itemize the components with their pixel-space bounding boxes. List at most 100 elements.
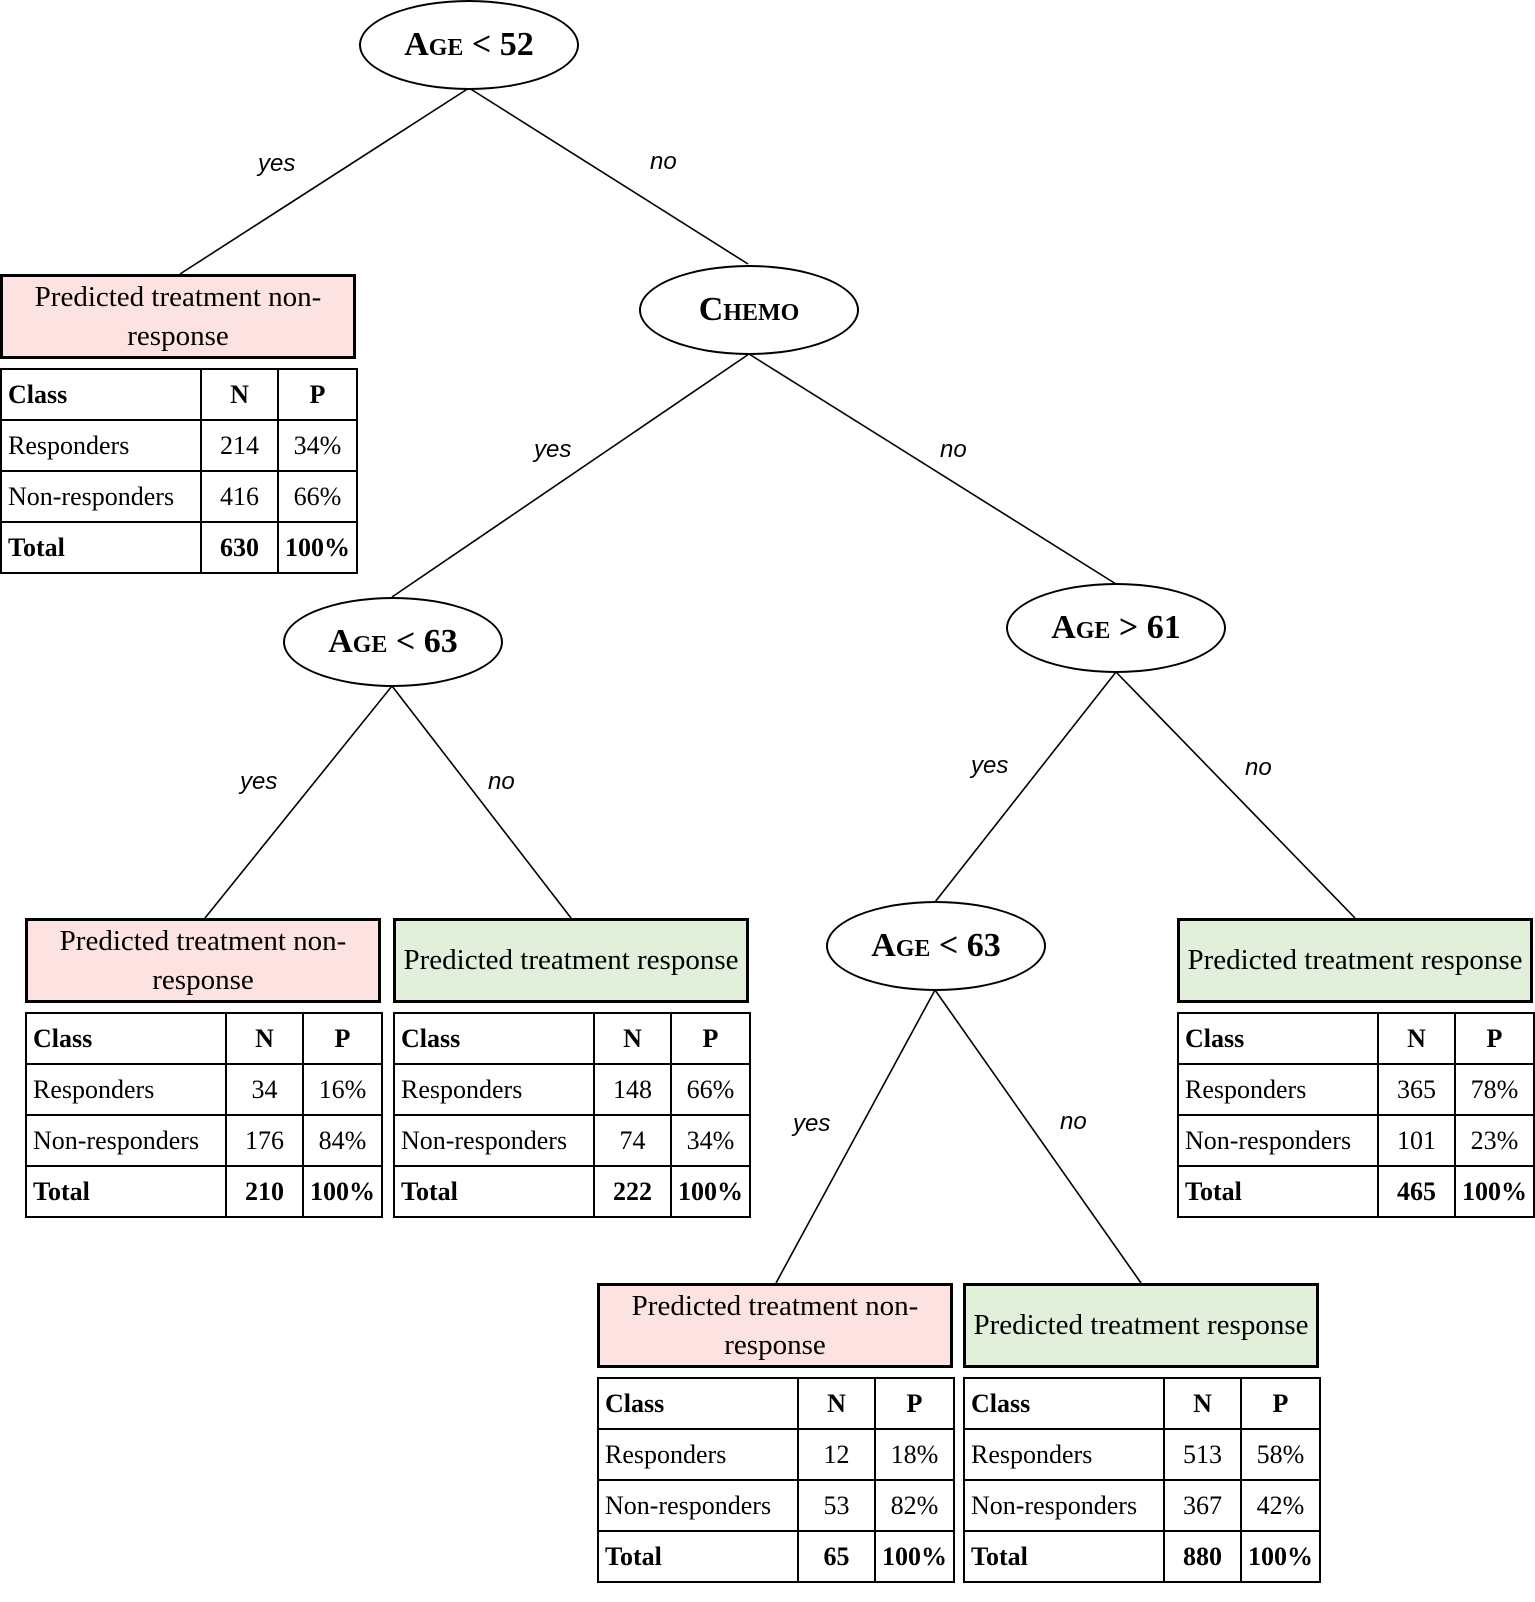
cell-class: Responders (393, 1063, 595, 1116)
label-age63-left-no: no (488, 768, 515, 795)
table-total-row: Total 65 100% (597, 1530, 955, 1583)
edge-chemo-yes (391, 353, 750, 598)
cell-n: 880 (1163, 1530, 1242, 1583)
cell-p: 18% (874, 1428, 955, 1481)
label-root-no: no (650, 148, 677, 175)
cell-class: Non-responders (0, 470, 202, 523)
header-p: P (1240, 1377, 1321, 1430)
label-chemo-yes: yes (534, 436, 572, 463)
edge-root-no (468, 87, 749, 265)
cell-class: Total (0, 521, 202, 574)
cell-p: 66% (670, 1063, 751, 1116)
cell-n: 214 (200, 419, 279, 472)
cell-p: 100% (1240, 1530, 1321, 1583)
header-class: Class (25, 1012, 227, 1065)
leaf-2: Predicted treatment non-response Class N… (25, 918, 383, 1218)
cell-n: 365 (1377, 1063, 1456, 1116)
header-p: P (670, 1012, 751, 1065)
label-root-yes: yes (258, 150, 296, 177)
cell-p: 78% (1454, 1063, 1535, 1116)
cell-class: Non-responders (597, 1479, 799, 1532)
header-p: P (874, 1377, 955, 1430)
cell-p: 84% (302, 1114, 383, 1167)
table-row: Responders 365 78% (1177, 1063, 1535, 1116)
table-header-row: Class N P (0, 368, 358, 421)
cell-class: Total (25, 1165, 227, 1218)
leaf-1: Predicted treatment non-response Class N… (0, 274, 358, 574)
node-chemo: Chemo (639, 265, 859, 355)
cell-n: 74 (593, 1114, 672, 1167)
cell-class: Responders (963, 1428, 1165, 1481)
cell-n: 53 (797, 1479, 876, 1532)
cell-p: 100% (670, 1165, 751, 1218)
label-age61-yes: yes (971, 752, 1009, 779)
cell-class: Non-responders (1177, 1114, 1379, 1167)
label-age63-right-yes: yes (793, 1110, 831, 1137)
table-row: Responders 513 58% (963, 1428, 1321, 1481)
leaf-table: Class N P Responders 148 66% Non-respond… (393, 1012, 751, 1218)
cell-class: Responders (597, 1428, 799, 1481)
cell-p: 100% (1454, 1165, 1535, 1218)
leaf-table: Class N P Responders 513 58% Non-respond… (963, 1377, 1321, 1583)
table-header-row: Class N P (597, 1377, 955, 1430)
table-row: Responders 148 66% (393, 1063, 751, 1116)
cell-p: 58% (1240, 1428, 1321, 1481)
header-p: P (302, 1012, 383, 1065)
edge-age63-left-no (391, 685, 572, 919)
cell-class: Non-responders (393, 1114, 595, 1167)
cell-class: Non-responders (25, 1114, 227, 1167)
cell-p: 42% (1240, 1479, 1321, 1532)
table-row: Non-responders 416 66% (0, 470, 358, 523)
header-n: N (593, 1012, 672, 1065)
cell-n: 176 (225, 1114, 304, 1167)
table-total-row: Total 465 100% (1177, 1165, 1535, 1218)
cell-p: 23% (1454, 1114, 1535, 1167)
table-total-row: Total 210 100% (25, 1165, 383, 1218)
header-class: Class (1177, 1012, 1379, 1065)
header-n: N (797, 1377, 876, 1430)
cell-n: 416 (200, 470, 279, 523)
header-class: Class (597, 1377, 799, 1430)
cell-n: 465 (1377, 1165, 1456, 1218)
cell-p: 34% (277, 419, 358, 472)
table-total-row: Total 880 100% (963, 1530, 1321, 1583)
cell-n: 513 (1163, 1428, 1242, 1481)
cell-n: 210 (225, 1165, 304, 1218)
cell-n: 12 (797, 1428, 876, 1481)
header-p: P (277, 368, 358, 421)
header-p: P (1454, 1012, 1535, 1065)
leaf-title: Predicted treatment non-response (597, 1283, 953, 1368)
leaf-5: Predicted treatment non-response Class N… (597, 1283, 955, 1583)
header-n: N (225, 1012, 304, 1065)
cell-n: 222 (593, 1165, 672, 1218)
table-row: Responders 214 34% (0, 419, 358, 472)
table-row: Non-responders 53 82% (597, 1479, 955, 1532)
edge-age61-no (1115, 671, 1356, 919)
table-row: Non-responders 367 42% (963, 1479, 1321, 1532)
edge-age61-yes (934, 671, 1117, 903)
node-age-lt-63-right: Age < 63 (826, 901, 1046, 991)
cell-p: 100% (302, 1165, 383, 1218)
leaf-4: Predicted treatment response Class N P R… (1177, 918, 1535, 1218)
edge-root-yes (179, 87, 470, 275)
header-class: Class (393, 1012, 595, 1065)
leaf-title: Predicted treatment response (393, 918, 749, 1003)
cell-n: 34 (225, 1063, 304, 1116)
leaf-title: Predicted treatment response (963, 1283, 1319, 1368)
header-class: Class (963, 1377, 1165, 1430)
table-row: Non-responders 74 34% (393, 1114, 751, 1167)
header-class: Class (0, 368, 202, 421)
cell-class: Total (963, 1530, 1165, 1583)
cell-n: 65 (797, 1530, 876, 1583)
cell-p: 82% (874, 1479, 955, 1532)
cell-n: 148 (593, 1063, 672, 1116)
node-age-lt-63-left: Age < 63 (283, 597, 503, 687)
cell-p: 16% (302, 1063, 383, 1116)
leaf-table: Class N P Responders 34 16% Non-responde… (25, 1012, 383, 1218)
table-row: Non-responders 176 84% (25, 1114, 383, 1167)
node-age-lt-52: Age < 52 (359, 0, 579, 90)
leaf-title: Predicted treatment non-response (0, 274, 356, 359)
cell-n: 630 (200, 521, 279, 574)
label-age63-left-yes: yes (240, 768, 278, 795)
